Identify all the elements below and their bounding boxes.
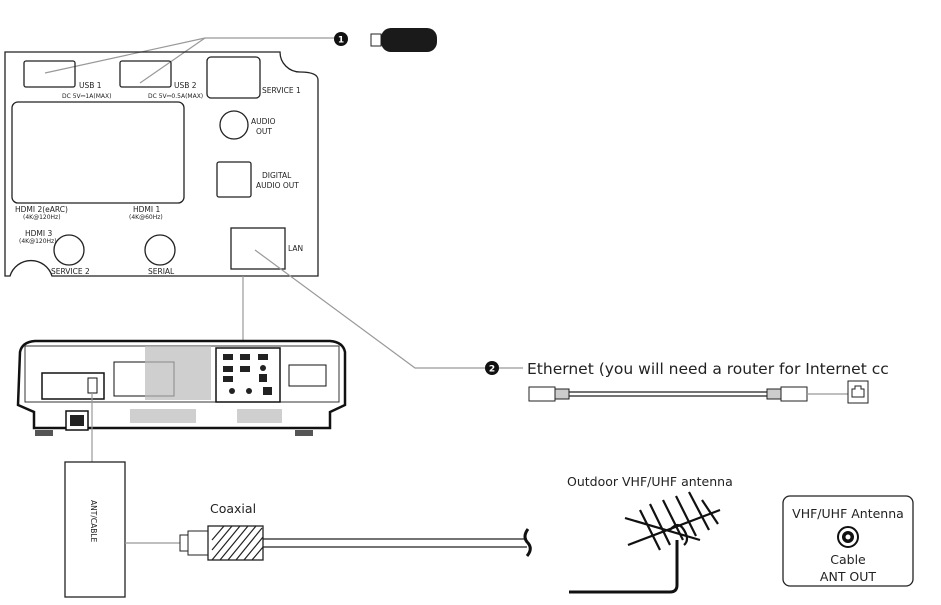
service2-port bbox=[53, 234, 85, 266]
callout-2-number: 2 bbox=[489, 365, 495, 375]
service1-label: SERVICE 1 bbox=[262, 86, 301, 95]
hdmi1-spec: (4K@60Hz) bbox=[129, 214, 163, 221]
hdmi3-spec: (4K@120Hz) bbox=[19, 238, 57, 245]
service2-label: SERVICE 2 bbox=[51, 267, 90, 276]
hdmi-ports-area bbox=[11, 101, 185, 204]
callout-1-number: 1 bbox=[338, 36, 344, 46]
callout-1-badge bbox=[334, 32, 348, 46]
coax-jack-icon bbox=[837, 526, 859, 548]
hdmi2-label: HDMI 2(eARC) bbox=[15, 205, 68, 214]
hdmi3-label: HDMI 3 bbox=[25, 229, 52, 238]
audio-out-port bbox=[219, 110, 249, 140]
callout-2-badge bbox=[485, 361, 499, 375]
digital-audio-port bbox=[216, 161, 252, 198]
ethernet-cable-icon bbox=[528, 386, 808, 402]
usb1-port bbox=[23, 60, 76, 88]
usb1-leader bbox=[44, 37, 206, 74]
lan-leader bbox=[254, 249, 485, 369]
rear-panel-outline bbox=[4, 51, 319, 277]
wall-plate-antenna-label: VHF/UHF Antenna bbox=[792, 506, 904, 521]
ant-cable-port-box bbox=[64, 461, 126, 598]
wall-plate-ant-out-label: ANT OUT bbox=[820, 569, 876, 584]
usb2-label: USB 2 bbox=[174, 81, 197, 90]
ant-cable-label: ANT/CABLE bbox=[89, 500, 98, 543]
usb-drive-icon bbox=[370, 28, 437, 52]
usb1-spec: DC 5V⎓1A(MAX) bbox=[62, 93, 111, 100]
service1-port bbox=[206, 56, 261, 99]
serial-label: SERIAL bbox=[148, 267, 175, 276]
usb2-spec: DC 5V⎓0.5A(MAX) bbox=[148, 93, 203, 100]
usb1-label: USB 1 bbox=[79, 81, 102, 90]
audio-out-label-2: OUT bbox=[256, 127, 272, 136]
ethernet-jack-icon bbox=[847, 380, 869, 404]
hdmi1-label: HDMI 1 bbox=[133, 205, 160, 214]
usb2-port bbox=[119, 60, 172, 88]
lan-label: LAN bbox=[288, 244, 303, 253]
antenna-label: Outdoor VHF/UHF antenna bbox=[567, 474, 733, 489]
projector-rear-view bbox=[16, 339, 347, 436]
audio-out-label: AUDIO bbox=[251, 117, 276, 126]
wall-plate-cable-label: Cable bbox=[830, 552, 866, 567]
serial-port bbox=[144, 234, 176, 266]
outdoor-antenna-icon bbox=[569, 491, 721, 594]
coaxial-cable-icon bbox=[179, 525, 532, 561]
digital-audio-label: DIGITAL bbox=[262, 171, 292, 180]
usb2-leader bbox=[139, 37, 206, 84]
ethernet-label: Ethernet (you will need a router for Int… bbox=[527, 360, 889, 378]
digital-audio-label-2: AUDIO OUT bbox=[256, 181, 299, 190]
hdmi2-spec: (4K@120Hz) bbox=[23, 214, 61, 221]
lan-port bbox=[230, 227, 286, 270]
coaxial-label: Coaxial bbox=[210, 501, 256, 516]
